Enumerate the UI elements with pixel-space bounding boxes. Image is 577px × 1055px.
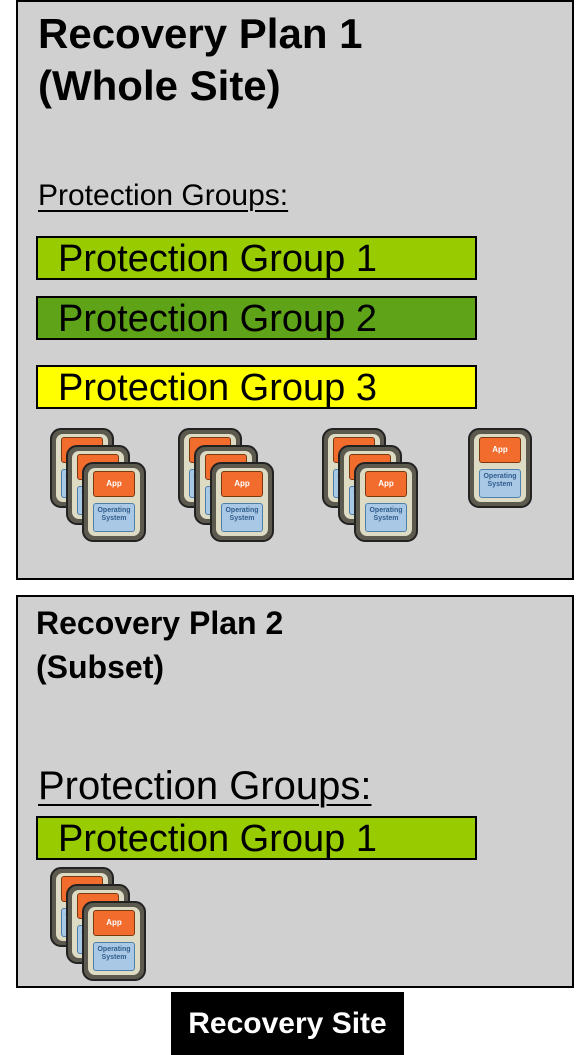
plan-title: Recovery Plan 2 (Subset) [36,601,283,689]
plan-title: Recovery Plan 1 (Whole Site) [38,8,363,112]
vm-app-label: App [93,471,135,497]
protection-groups-heading: Protection Groups: [38,179,289,212]
vm-app-label: App [479,437,521,463]
plan-title-line2: (Subset) [36,649,164,685]
plan-title-line1: Recovery Plan 2 [36,605,284,641]
protection-group-1-bar[interactable]: Protection Group 1 [36,816,477,860]
plan-title-line2: (Whole Site) [38,62,281,109]
vm-app-label: App [93,910,135,936]
protection-group-2-bar[interactable]: Protection Group 2 [36,296,477,340]
vm-app-label: App [221,471,263,497]
recovery-plan-2: Recovery Plan 2 (Subset) Protection Grou… [16,595,574,988]
protection-group-3-bar[interactable]: Protection Group 3 [36,365,477,409]
recovery-plan-1: Recovery Plan 1 (Whole Site) Protection … [16,0,574,580]
protection-groups-heading: Protection Groups: [38,764,372,808]
protection-group-1-bar[interactable]: Protection Group 1 [36,236,477,280]
plan-title-line1: Recovery Plan 1 [38,10,363,57]
recovery-site-label: Recovery Site [171,992,404,1055]
vm-app-label: App [365,471,407,497]
